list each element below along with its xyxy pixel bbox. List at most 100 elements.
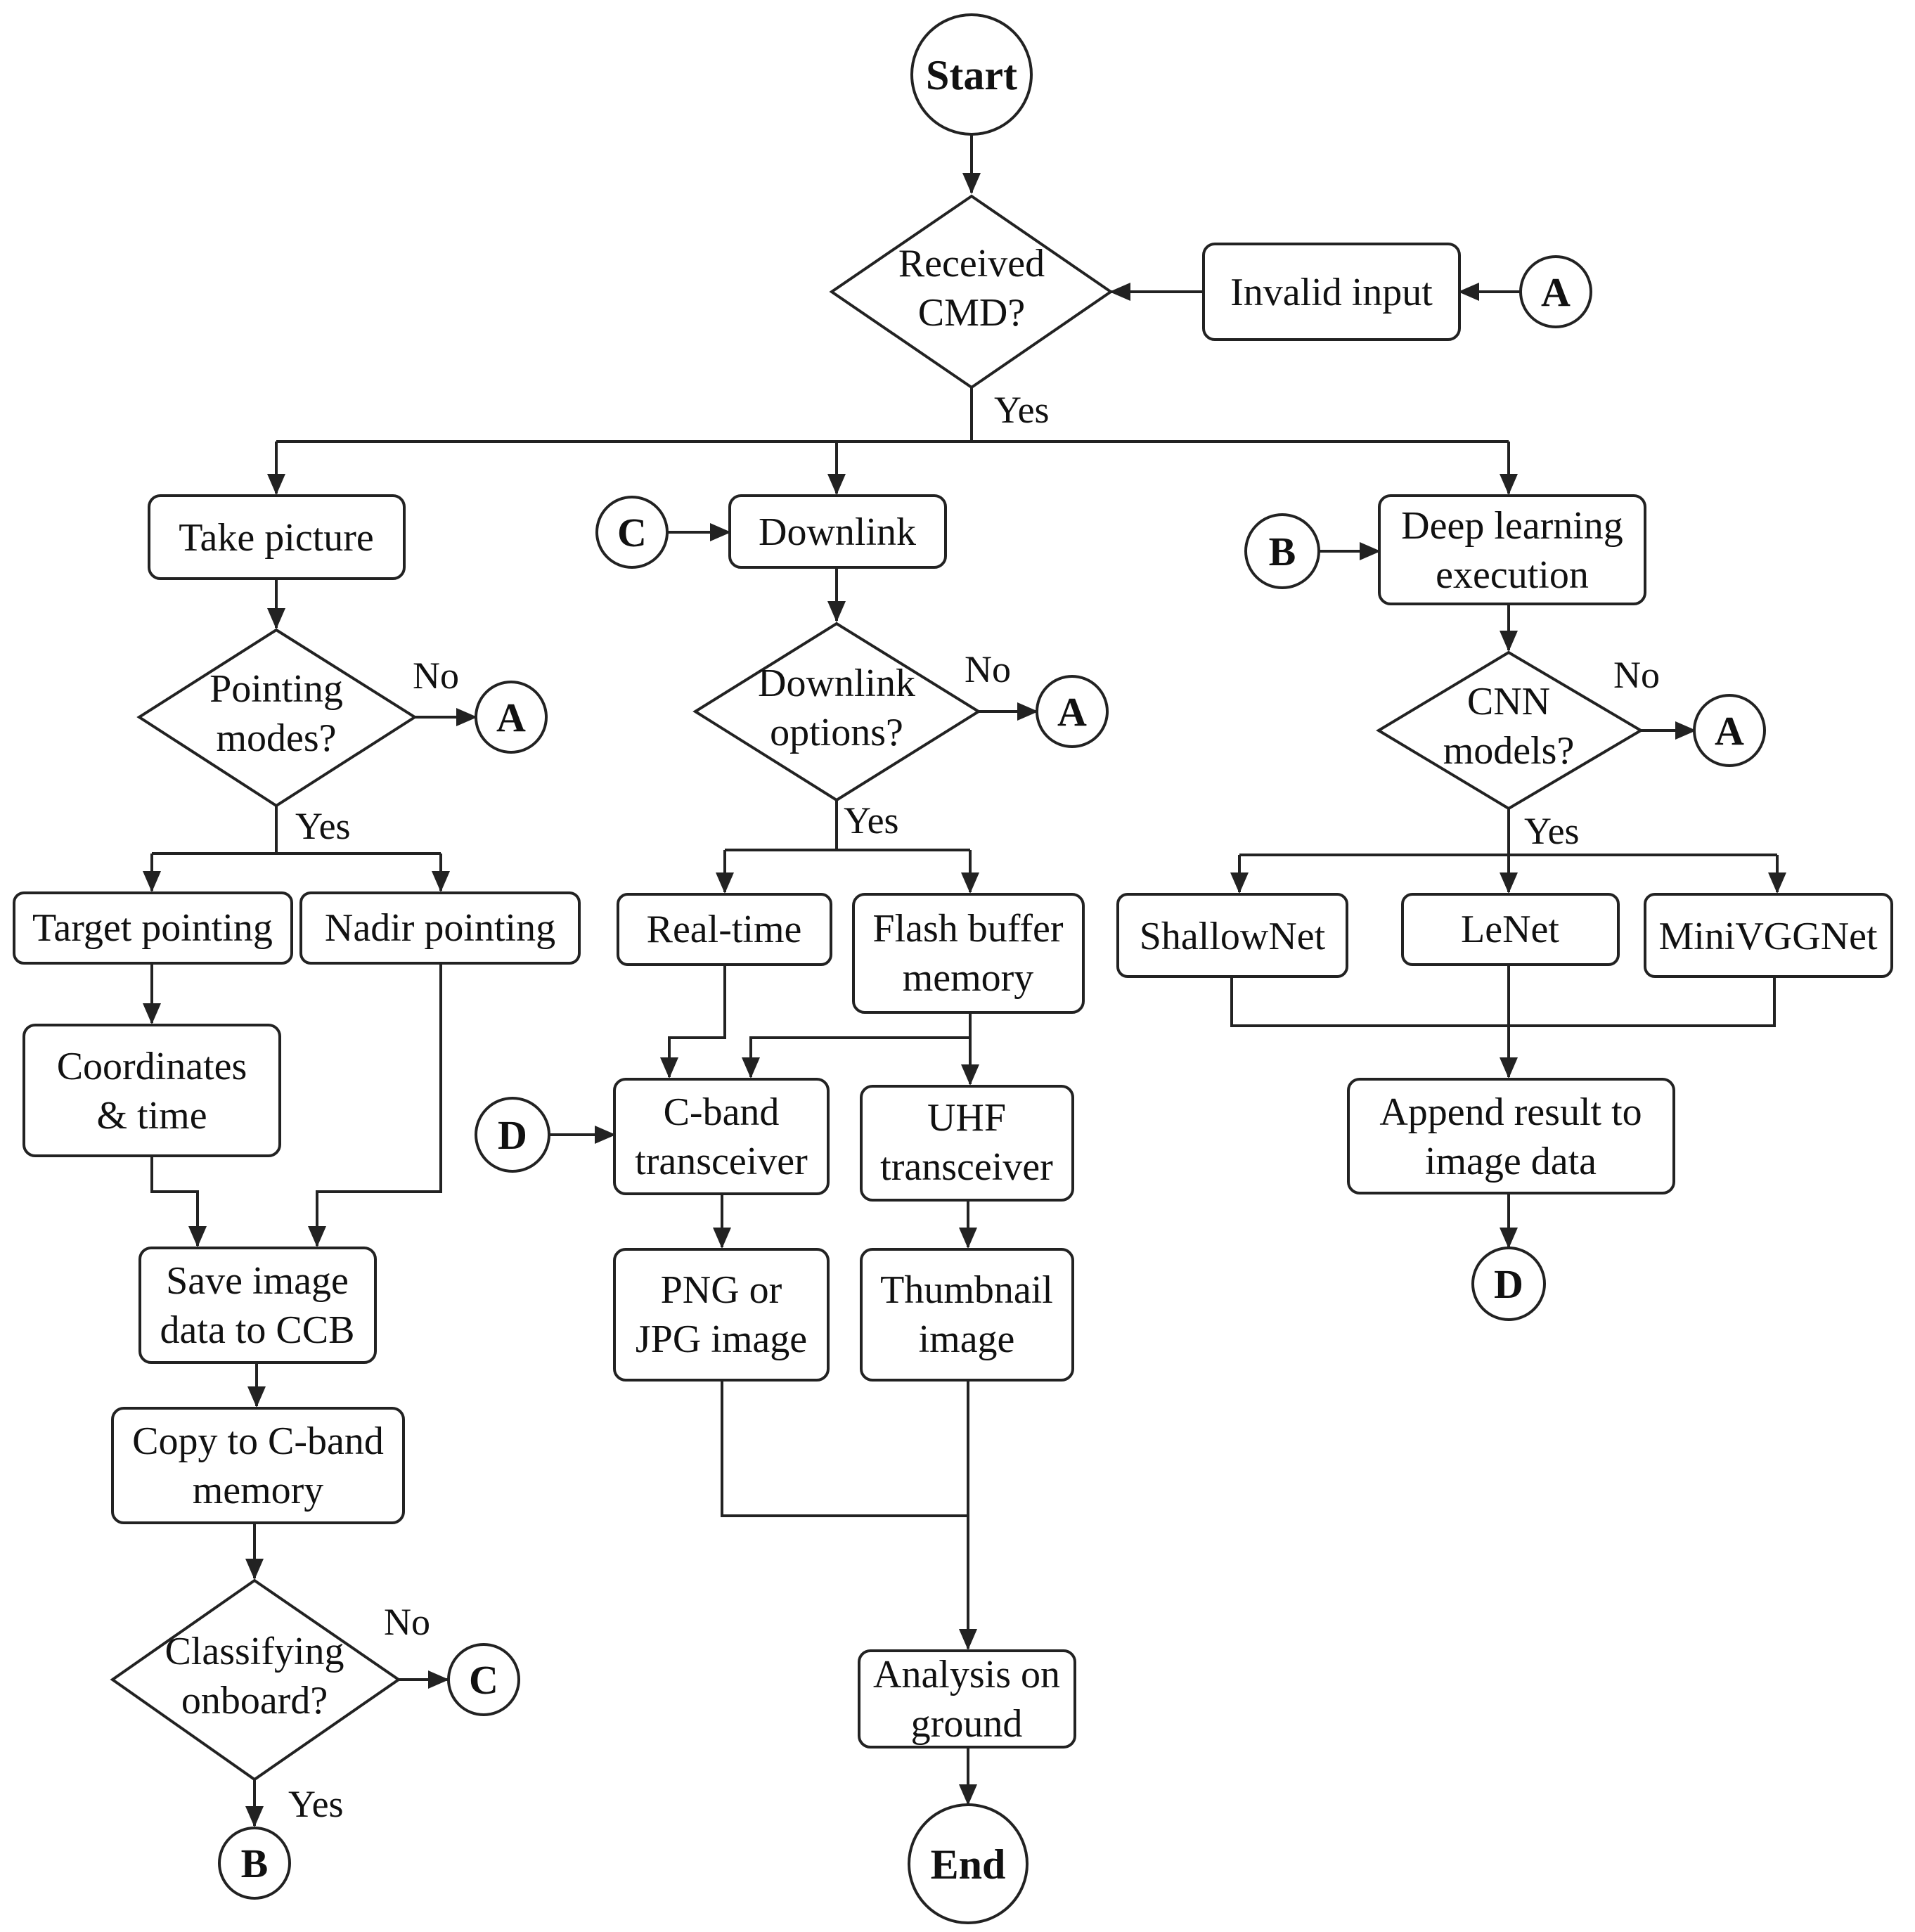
process-coordinates-time-line-2: & time <box>96 1094 207 1138</box>
edge-png-to-merge <box>721 1381 968 1517</box>
process-nadir-pointing-line-1: Nadir pointing <box>325 906 555 950</box>
process-downlink: Downlink <box>728 494 947 569</box>
process-append-result-line-2: image data <box>1425 1140 1597 1183</box>
yes-label-received-cmd: Yes <box>994 389 1050 431</box>
no-label-pointing: No <box>413 655 459 697</box>
process-thumbnail: Thumbnail image <box>860 1248 1074 1382</box>
connector-a-pointing-label: A <box>496 695 526 740</box>
process-minivggnet-line-1: MiniVGGNet <box>1658 915 1878 958</box>
yes-label-cnn: Yes <box>1524 810 1580 852</box>
yes-label-classifying: Yes <box>288 1783 344 1825</box>
start-label: Start <box>926 52 1017 98</box>
process-png-jpg-line-1: PNG or <box>661 1268 782 1312</box>
process-thumbnail-line-1: Thumbnail <box>880 1268 1053 1312</box>
connector-d-append-label: D <box>1494 1261 1523 1307</box>
process-deep-learning: Deep learning execution <box>1378 494 1646 605</box>
connector-d-append: D <box>1471 1247 1546 1321</box>
process-append-result: Append result to image data <box>1347 1078 1675 1194</box>
edge-nadir-to-save <box>308 963 442 1247</box>
process-real-time: Real-time <box>617 893 832 966</box>
process-save-image: Save image data to CCB <box>138 1247 377 1364</box>
connector-c-downlink-label: C <box>617 510 647 555</box>
connector-b-classifying-label: B <box>241 1841 269 1886</box>
connector-c-classifying-label: C <box>469 1657 498 1703</box>
process-deep-learning-line-1: Deep learning <box>1401 504 1623 548</box>
decision-received-cmd-line-1: Received <box>898 242 1045 285</box>
connector-a-cnn: A <box>1693 694 1766 767</box>
decision-downlink-options-line-1: Downlink <box>758 662 915 705</box>
process-take-picture-line-1: Take picture <box>179 516 373 560</box>
process-flash-buffer-line-1: Flash buffer <box>872 907 1063 951</box>
process-copy-cband-line-2: memory <box>193 1469 324 1512</box>
no-label-downlink: No <box>965 648 1011 690</box>
connector-d-cband: D <box>475 1097 550 1173</box>
connector-a-pointing: A <box>475 681 548 754</box>
decision-pointing-modes: Pointing modes? <box>136 628 418 808</box>
process-analysis-ground: Analysis on ground <box>858 1649 1076 1749</box>
no-label-classifying: No <box>384 1601 430 1643</box>
decision-received-cmd: Received CMD? <box>829 194 1114 389</box>
process-shallownet-line-1: ShallowNet <box>1140 915 1326 958</box>
connector-a-downlink-label: A <box>1057 689 1087 735</box>
process-deep-learning-line-2: execution <box>1436 553 1589 597</box>
process-save-image-line-1: Save image <box>166 1259 349 1303</box>
connector-a-top: A <box>1519 255 1592 328</box>
process-copy-cband-line-1: Copy to C-band <box>132 1419 384 1463</box>
decision-pointing-modes-line-2: modes? <box>216 716 336 760</box>
connector-c-downlink: C <box>595 496 669 569</box>
process-cband-transceiver-line-2: transceiver <box>635 1140 808 1183</box>
decision-classifying-onboard-line-1: Classifying <box>165 1630 344 1673</box>
process-take-picture: Take picture <box>148 494 406 580</box>
connector-a-downlink: A <box>1036 675 1109 748</box>
process-analysis-ground-line-1: Analysis on <box>873 1653 1060 1696</box>
process-append-result-line-1: Append result to <box>1379 1090 1642 1134</box>
connector-a-cnn-label: A <box>1715 708 1744 754</box>
decision-cnn-models-line-1: CNN <box>1467 680 1550 723</box>
process-invalid-input-line-1: Invalid input <box>1230 271 1433 314</box>
process-lenet-line-1: LeNet <box>1461 908 1559 951</box>
decision-downlink-options-line-2: options? <box>770 711 903 754</box>
process-target-pointing-line-1: Target pointing <box>32 906 273 950</box>
process-flash-buffer-line-2: memory <box>903 956 1034 1000</box>
edge-real-time-to-cband <box>660 965 726 1078</box>
process-png-jpg-line-2: JPG image <box>636 1318 807 1361</box>
process-analysis-ground-line-2: ground <box>911 1702 1023 1746</box>
decision-pointing-modes-line-1: Pointing <box>209 667 343 711</box>
decision-downlink-options: Downlink options? <box>692 622 981 802</box>
edge-flash-to-cband <box>742 1013 972 1078</box>
start-terminal: Start <box>910 13 1033 136</box>
process-flash-buffer: Flash buffer memory <box>852 893 1085 1014</box>
process-real-time-line-1: Real-time <box>647 908 802 951</box>
process-uhf-transceiver-line-1: UHF <box>927 1096 1006 1140</box>
process-lenet: LeNet <box>1401 893 1620 966</box>
yes-label-pointing: Yes <box>295 805 351 847</box>
yes-label-downlink: Yes <box>844 799 899 842</box>
process-nadir-pointing: Nadir pointing <box>299 891 581 965</box>
process-cband-transceiver-line-1: C-band <box>664 1090 780 1134</box>
connector-c-classifying: C <box>447 1643 520 1716</box>
decision-classifying-onboard: Classifying onboard? <box>110 1578 401 1782</box>
edge-models-merge <box>1230 977 1776 1027</box>
no-label-cnn: No <box>1613 654 1660 696</box>
decision-cnn-models: CNN models? <box>1376 650 1644 811</box>
connector-d-cband-label: D <box>498 1112 527 1158</box>
process-png-jpg: PNG or JPG image <box>613 1248 830 1382</box>
process-coordinates-time: Coordinates & time <box>22 1024 281 1157</box>
process-uhf-transceiver-line-2: transceiver <box>880 1145 1053 1189</box>
process-invalid-input: Invalid input <box>1202 243 1461 341</box>
process-copy-cband: Copy to C-band memory <box>111 1407 405 1524</box>
process-shallownet: ShallowNet <box>1116 893 1348 978</box>
process-save-image-line-2: data to CCB <box>160 1308 355 1352</box>
end-label: End <box>931 1841 1006 1888</box>
connector-b-deep-learning-label: B <box>1269 529 1296 574</box>
connector-a-top-label: A <box>1541 269 1571 315</box>
process-cband-transceiver: C-band transceiver <box>613 1078 830 1195</box>
process-uhf-transceiver: UHF transceiver <box>860 1085 1074 1202</box>
edge-coordinates-to-save <box>150 1156 207 1247</box>
connector-b-classifying: B <box>218 1827 291 1900</box>
process-thumbnail-line-2: image <box>919 1318 1015 1361</box>
process-minivggnet: MiniVGGNet <box>1644 893 1893 978</box>
process-target-pointing: Target pointing <box>13 891 293 965</box>
process-downlink-line-1: Downlink <box>759 510 916 554</box>
